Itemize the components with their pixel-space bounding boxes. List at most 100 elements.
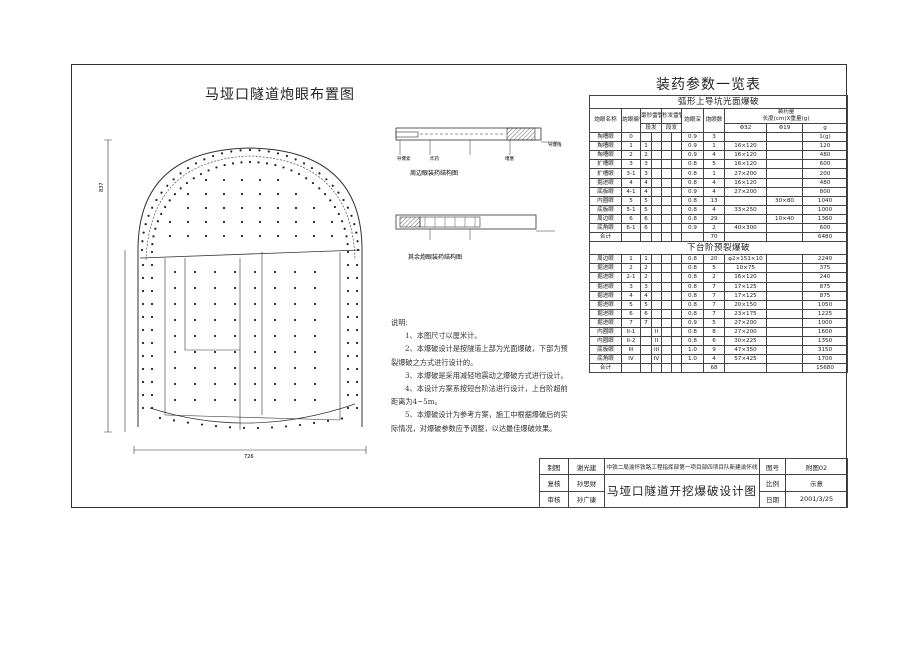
table-cell: 掘进眼 [589, 177, 622, 188]
table-cell: 29 [703, 213, 725, 225]
wire-label: 导爆线 [548, 141, 562, 148]
table-cell [640, 345, 652, 356]
blast-hole [346, 276, 350, 280]
blast-hole [179, 187, 182, 190]
table-cell [766, 168, 803, 179]
drawing-title: 马垭口隧道开挖爆破设计图 [604, 474, 760, 508]
blast-hole [240, 161, 243, 164]
table-cell [766, 345, 803, 356]
table-cell: 1350 [801, 336, 849, 347]
table-cell: 0.8 [681, 204, 704, 215]
table-cell: 3 [703, 132, 725, 143]
table-cell: 0.8 [681, 272, 704, 283]
blast-hole [141, 263, 145, 267]
blast-hole [293, 366, 297, 370]
blast-hole [173, 302, 177, 306]
table-cell: 0.8 [681, 281, 704, 292]
table-cell: 10×75 [724, 263, 767, 274]
blast-hole [213, 334, 217, 338]
table-cell [651, 263, 662, 274]
blast-hole [346, 250, 350, 254]
table-cell [671, 263, 682, 274]
table-cell [671, 213, 682, 225]
blast-hole [253, 398, 257, 402]
blast-hole [258, 178, 262, 182]
date-value: 2001/3/25 [785, 490, 848, 509]
table-cell: 周边眼 [589, 213, 622, 225]
blast-hole [193, 318, 197, 322]
perimeter-charge-structure [395, 127, 560, 155]
table-cell: 1050 [801, 299, 849, 310]
blast-hole [160, 212, 163, 216]
blast-hole [168, 220, 172, 224]
table-cell [766, 326, 803, 338]
table-cell: 底板眼 [589, 204, 622, 215]
table-cell: 掘进眼 [589, 308, 622, 319]
table-cell: 7 [703, 290, 725, 301]
blast-hole [355, 263, 359, 267]
table-cell: II-2 [621, 336, 641, 347]
table-cell [640, 232, 652, 243]
blast-hole [293, 318, 297, 322]
tunnel-arch-inner [145, 155, 356, 261]
table-cell: 27×200 [724, 168, 767, 179]
table-cell: 30×225 [724, 336, 767, 347]
col-d32: Φ32 [724, 122, 767, 134]
blast-hole [141, 380, 145, 384]
blast-hole [312, 234, 316, 238]
table-cell [671, 159, 682, 170]
blast-hole [256, 426, 260, 430]
table-cell: 0.9 [681, 132, 704, 143]
table-cell: 1 [640, 254, 652, 265]
blast-hole [318, 172, 321, 175]
table-cell: 0 [621, 132, 641, 143]
table-cell: 3 [640, 168, 652, 179]
blast-hole [330, 234, 334, 238]
table-cell [651, 232, 662, 243]
table-cell [766, 354, 803, 365]
table-cell: 875 [801, 290, 849, 301]
blast-hole [276, 234, 280, 238]
table-cell: 5 [621, 195, 641, 206]
blast-hole [150, 354, 154, 358]
table-cell: 1.0 [681, 354, 704, 365]
blast-hole [223, 163, 226, 167]
blast-hole [258, 149, 261, 152]
table-cell [766, 317, 803, 328]
blast-hole [193, 382, 197, 386]
blast-hole [158, 416, 162, 420]
blast-hole [150, 393, 154, 397]
blast-hole [160, 191, 163, 194]
col-count: 炮眼数 [703, 107, 725, 134]
blast-hole [240, 178, 244, 182]
blast-hole [302, 162, 306, 165]
table-cell: 20×150 [724, 299, 767, 310]
blast-hole [233, 286, 237, 290]
table-cell: 0.8 [681, 177, 704, 188]
blast-hole [248, 160, 252, 164]
table-cell: 1000 [801, 204, 849, 215]
blast-hole [204, 206, 208, 210]
blast-hole [276, 220, 280, 224]
table-cell: 2240 [801, 254, 849, 265]
check-label: 复核 [539, 474, 569, 492]
table-cell: 0.9 [681, 223, 704, 234]
table-cell [651, 177, 662, 188]
note-4: 4、本设计方案系按短台阶法进行设计，上台阶超前距离为4~5m。 [391, 384, 568, 407]
blast-hole [297, 172, 301, 176]
table-cell: 70 [703, 232, 725, 243]
blast-hole [222, 192, 226, 196]
table-cell [651, 290, 662, 301]
blast-hole [253, 366, 257, 370]
table-cell: 掘进眼 [589, 317, 622, 328]
blast-hole [204, 220, 208, 224]
table-cell: 2 [640, 150, 652, 161]
table-cell: 2-1 [621, 272, 641, 283]
blast-hole [141, 328, 145, 332]
